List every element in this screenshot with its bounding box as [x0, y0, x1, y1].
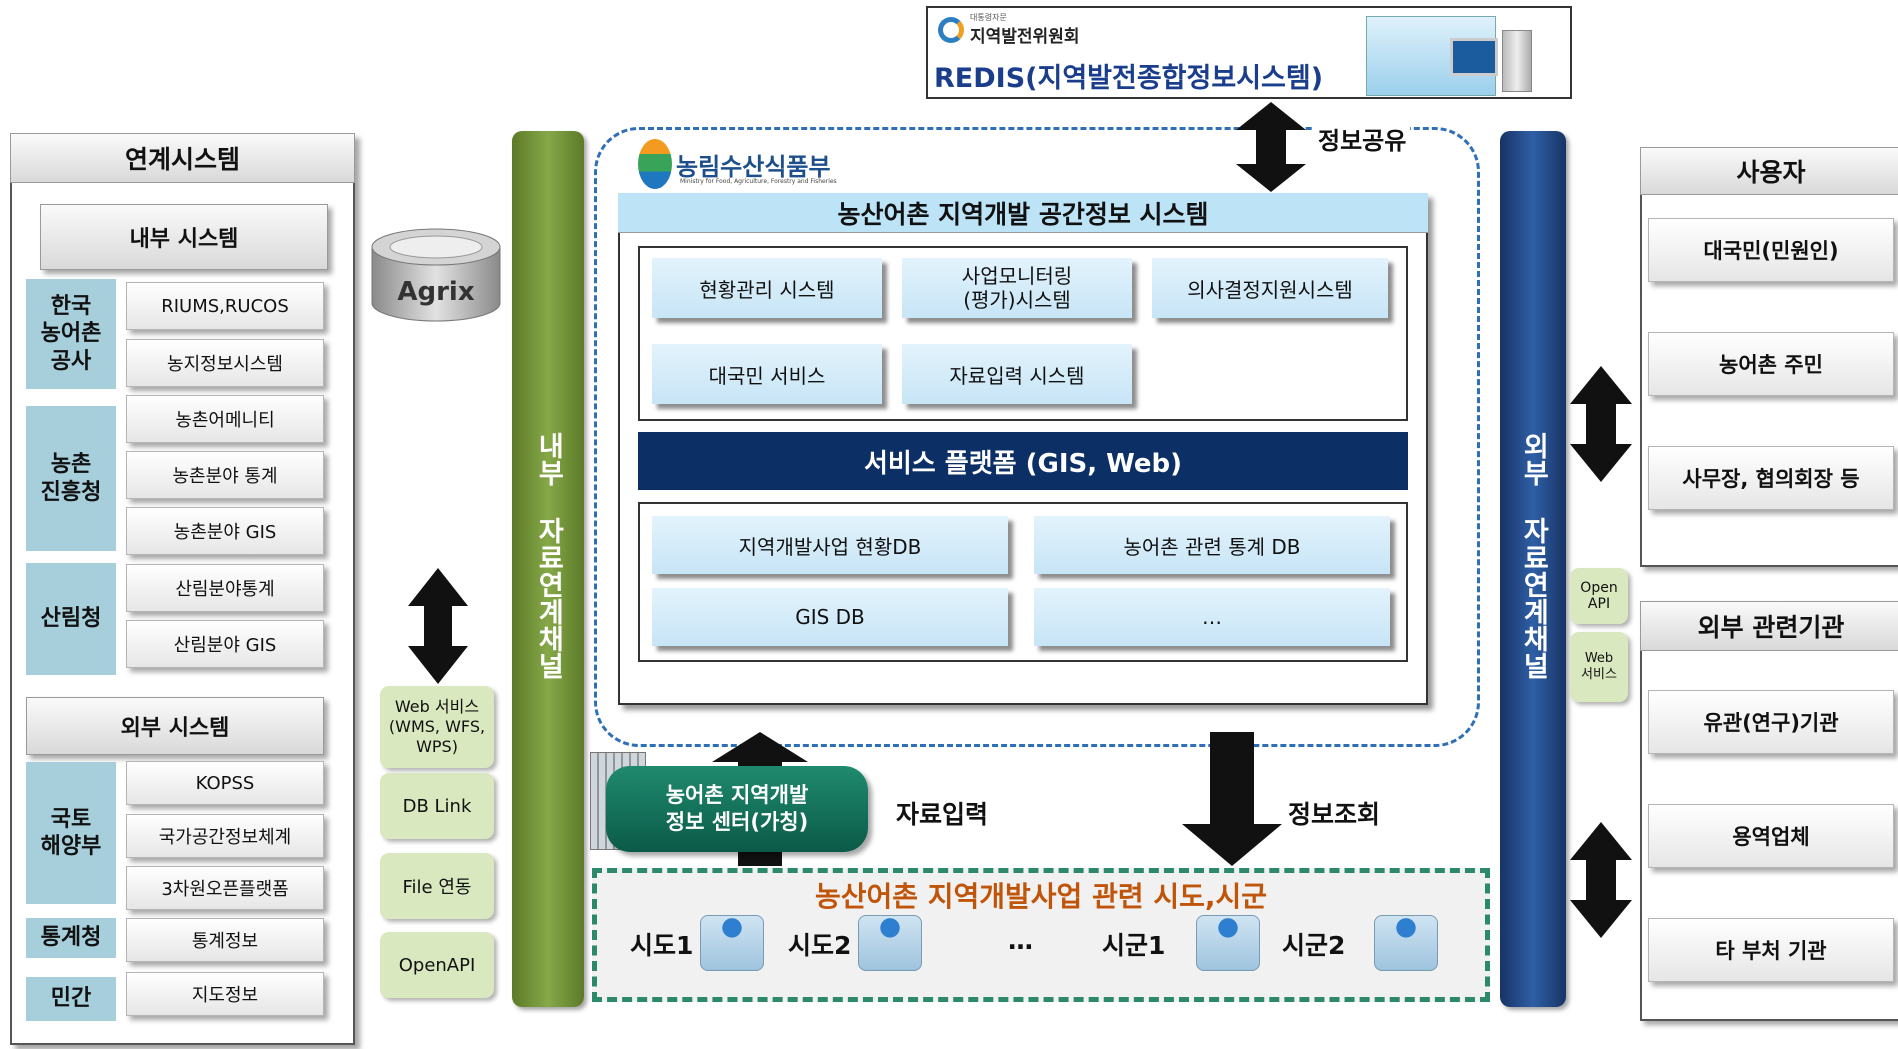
- method-file-link: File 연동: [380, 853, 494, 919]
- org-molit: 국토 해양부: [26, 762, 116, 904]
- system-national-spatial: 국가공간정보체계: [126, 814, 324, 858]
- double-arrow-agencies: [1570, 822, 1632, 938]
- sigun2-user-pc-icon: [1374, 915, 1438, 971]
- system-kopss: KOPSS: [126, 761, 324, 805]
- agrix-database-icon: [371, 228, 501, 322]
- org-statistics-korea: 통계청: [26, 918, 116, 958]
- agency-other-ministries: 타 부처 기관: [1648, 918, 1894, 982]
- module-data-input: 자료입력 시스템: [902, 344, 1132, 404]
- users-title: 사용자: [1640, 147, 1898, 195]
- user-managers: 사무장, 협의회장 등: [1648, 446, 1894, 510]
- local-gov-ellipsis: …: [1008, 926, 1033, 955]
- local-gov-title: 농산어촌 지역개발사업 관련 시도,시군: [814, 880, 1268, 913]
- org-krc: 한국 농어촌 공사: [26, 279, 116, 389]
- system-rural-amenity: 농촌어메니티: [126, 395, 324, 443]
- ministry-name: 농림수산식품부: [676, 153, 831, 181]
- local-gov-sido2: 시도2: [788, 931, 852, 960]
- double-arrow-left: [408, 568, 468, 684]
- org-private: 민간: [26, 977, 116, 1021]
- system-rural-gis: 농촌분야 GIS: [126, 507, 324, 555]
- info-share-arrow: [1236, 102, 1306, 192]
- module-public-service: 대국민 서비스: [652, 344, 882, 404]
- redis-title: REDIS(지역발전종합정보시스템): [934, 63, 1324, 94]
- external-channel-bar: [1500, 131, 1566, 1007]
- system-farmland-info: 농지정보시스템: [126, 339, 324, 387]
- database-frame: [638, 502, 1408, 662]
- db-gis: GIS DB: [652, 588, 1008, 646]
- org-forest-service: 산림청: [26, 563, 116, 675]
- redis-org-name: 지역발전위원회: [970, 27, 1080, 47]
- org-rda: 농촌 진흥청: [26, 406, 116, 551]
- internal-channel-label: 내부 자료연계채널: [532, 431, 564, 679]
- pc-tower-icon: [1502, 30, 1532, 92]
- module-decision-support: 의사결정지원시스템: [1152, 258, 1388, 318]
- method-web-service: Web 서비스 (WMS, WFS, WPS): [380, 686, 494, 768]
- method-web-service-ext: Web 서비스: [1570, 632, 1628, 702]
- modules-frame: [638, 246, 1408, 421]
- system-riums-rucos: RIUMS,RUCOS: [126, 282, 324, 330]
- method-open-api: Open API: [1570, 568, 1628, 624]
- sigun1-user-pc-icon: [1196, 915, 1260, 971]
- system-forest-gis: 산림분야 GIS: [126, 620, 324, 668]
- sido2-user-pc-icon: [858, 915, 922, 971]
- user-public: 대국민(민원인): [1648, 218, 1894, 282]
- ministry-logo-icon: [638, 139, 672, 189]
- local-gov-sigun2: 시군2: [1282, 931, 1346, 960]
- main-system-title: 농산어촌 지역개발 공간정보 시스템: [618, 193, 1428, 233]
- module-status-mgmt: 현황관리 시스템: [652, 258, 882, 318]
- system-rural-stats: 농촌분야 통계: [126, 451, 324, 499]
- external-channel-label: 외부 자료연계채널: [1517, 431, 1549, 679]
- linked-systems-title: 연계시스템: [10, 133, 355, 183]
- system-region-dashed: [594, 127, 1480, 747]
- agency-contractors: 용역업체: [1648, 804, 1894, 868]
- local-gov-box: [592, 868, 1490, 1002]
- redis-box: 대통령자문 지역발전위원회 REDIS(지역발전종합정보시스템): [926, 6, 1572, 99]
- ministry-sub: Ministry for Food, Agriculture, Forestry…: [680, 178, 837, 185]
- agency-research: 유관(연구)기관: [1648, 690, 1894, 754]
- monitor-icon: [1450, 38, 1498, 76]
- agrix-label: Agrix: [397, 277, 475, 307]
- double-arrow-users: [1570, 366, 1632, 482]
- system-stats-info: 통계정보: [126, 918, 324, 962]
- local-gov-sido1: 시도1: [630, 931, 694, 960]
- service-platform-bar: 서비스 플랫폼 (GIS, Web): [638, 432, 1408, 490]
- user-residents: 농어촌 주민: [1648, 332, 1894, 396]
- info-query-arrow: [1182, 732, 1282, 866]
- internal-channel-bar: [512, 131, 584, 1007]
- info-share-label: 정보공유: [1314, 121, 1411, 156]
- redis-small-label: 대통령자문: [970, 13, 1007, 22]
- local-gov-sigun1: 시군1: [1102, 931, 1166, 960]
- db-etc: …: [1034, 588, 1390, 646]
- external-systems-header: 외부 시스템: [26, 697, 324, 755]
- redis-logo-icon: [938, 17, 964, 43]
- agencies-title: 외부 관련기관: [1640, 601, 1898, 651]
- system-map-info: 지도정보: [126, 972, 324, 1016]
- internal-systems-header: 내부 시스템: [40, 204, 328, 270]
- db-regional-projects: 지역개발사업 현황DB: [652, 516, 1008, 574]
- method-openapi: OpenAPI: [380, 932, 494, 998]
- system-forest-stats: 산림분야통계: [126, 564, 324, 612]
- info-query-label: 정보조회: [1288, 800, 1381, 829]
- data-input-label: 자료입력: [896, 800, 989, 829]
- info-center-box: 농어촌 지역개발 정보 센터(가칭): [606, 766, 868, 852]
- db-rural-stats: 농어촌 관련 통계 DB: [1034, 516, 1390, 574]
- sido1-user-pc-icon: [700, 915, 764, 971]
- redis-website-image: [1366, 16, 1496, 96]
- module-project-monitoring: 사업모니터링 (평가)시스템: [902, 258, 1132, 318]
- system-3d-open-platform: 3차원오픈플랫폼: [126, 866, 324, 910]
- method-db-link: DB Link: [380, 773, 494, 839]
